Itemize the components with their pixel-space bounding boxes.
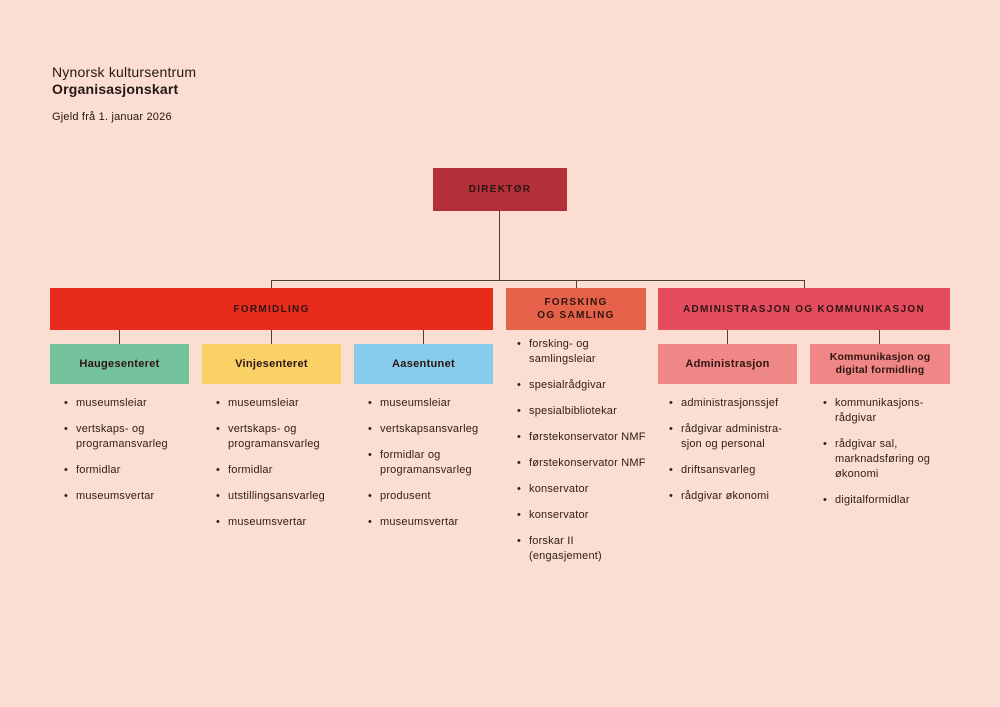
- connector-drop-forsking: [576, 280, 577, 288]
- branch-label-formidling: FORMIDLING: [233, 303, 310, 315]
- role-list-haugesenteret: museumsleiar vertskaps- og programansvar…: [63, 396, 193, 515]
- unit-box-vinjesenteret: Vinjesenteret: [202, 344, 341, 384]
- unit-label-kommunikasjon: Kommunikasjon og digital formidling: [829, 351, 931, 376]
- role-item: museumsleiar: [215, 396, 345, 411]
- role-item: formidlar og programansvarleg: [367, 448, 497, 478]
- role-list-kommunikasjon: kommunikasjons- rådgivar rådgivar sal, m…: [822, 396, 946, 519]
- valid-from-date: Gjeld frå 1. januar 2026: [52, 111, 172, 123]
- role-list-forsking-og-samling: forsking- og samlingsleiar spesialrådgiv…: [516, 337, 656, 575]
- connector-drop-formidling: [271, 280, 272, 288]
- role-item: driftsansvarleg: [668, 463, 800, 478]
- branch-box-forsking-og-samling: FORSKING OG SAMLING: [506, 288, 646, 330]
- connector-drop-vinjesenteret: [271, 330, 272, 344]
- role-item: produsent: [367, 489, 497, 504]
- branch-label-administrasjon-og-kommunikasjon: ADMINISTRASJON OG KOMMUNIKASJON: [683, 303, 925, 315]
- connector-drop-kommunikasjon: [879, 330, 880, 344]
- role-item: digitalformidlar: [822, 493, 946, 508]
- unit-box-kommunikasjon: Kommunikasjon og digital formidling: [810, 344, 950, 384]
- connector-drop-haugesenteret: [119, 330, 120, 344]
- role-item: forsking- og samlingsleiar: [516, 337, 656, 367]
- connector-drop-admin: [804, 280, 805, 288]
- connector-root-vertical: [499, 211, 500, 280]
- role-item: førstekonservator NMF: [516, 456, 656, 471]
- branch-box-formidling: FORMIDLING: [50, 288, 493, 330]
- connector-drop-administrasjon: [727, 330, 728, 344]
- connector-drop-aasentunet: [423, 330, 424, 344]
- role-item: forskar II (engasjement): [516, 534, 656, 564]
- title-block: Nynorsk kultursentrum Organisasjonskart …: [52, 64, 196, 123]
- org-name: Nynorsk kultursentrum: [52, 64, 197, 80]
- role-item: spesialrådgivar: [516, 378, 656, 393]
- unit-box-administrasjon: Administrasjon: [658, 344, 797, 384]
- role-item: vertskapsansvarleg: [367, 422, 497, 437]
- role-item: rådgivar administra- sjon og personal: [668, 422, 800, 452]
- role-item: vertskaps- og programansvarleg: [63, 422, 193, 452]
- branch-box-administrasjon-og-kommunikasjon: ADMINISTRASJON OG KOMMUNIKASJON: [658, 288, 950, 330]
- role-item: formidlar: [215, 463, 345, 478]
- unit-label-vinjesenteret: Vinjesenteret: [235, 357, 308, 370]
- connector-branch-horizontal: [271, 280, 804, 281]
- unit-label-administrasjon: Administrasjon: [685, 357, 770, 370]
- role-item: museumsvertar: [63, 489, 193, 504]
- role-list-administrasjon: administrasjonssjef rådgivar administra-…: [668, 396, 800, 515]
- role-item: museumsleiar: [367, 396, 497, 411]
- page-title: Organisasjonskart: [52, 81, 179, 97]
- role-item: spesialbibliotekar: [516, 404, 656, 419]
- role-item: utstillingsansvarleg: [215, 489, 345, 504]
- role-item: rådgivar økonomi: [668, 489, 800, 504]
- direktor-box: DIREKTØR: [433, 168, 567, 211]
- unit-box-aasentunet: Aasentunet: [354, 344, 493, 384]
- role-item: formidlar: [63, 463, 193, 478]
- branch-label-forsking-og-samling: FORSKING OG SAMLING: [537, 297, 615, 321]
- role-item: rådgivar sal, marknadsføring og økonomi: [822, 437, 946, 482]
- role-item: konservator: [516, 508, 656, 523]
- role-item: museumsleiar: [63, 396, 193, 411]
- unit-label-haugesenteret: Haugesenteret: [79, 357, 160, 370]
- unit-box-haugesenteret: Haugesenteret: [50, 344, 189, 384]
- unit-label-aasentunet: Aasentunet: [392, 357, 455, 370]
- role-list-vinjesenteret: museumsleiar vertskaps- og programansvar…: [215, 396, 345, 541]
- role-item: konservator: [516, 482, 656, 497]
- role-list-aasentunet: museumsleiar vertskapsansvarleg formidla…: [367, 396, 497, 541]
- role-item: administrasjonssjef: [668, 396, 800, 411]
- role-item: førstekonservator NMF: [516, 430, 656, 445]
- role-item: museumsvertar: [367, 515, 497, 530]
- role-item: kommunikasjons- rådgivar: [822, 396, 946, 426]
- role-item: museumsvertar: [215, 515, 345, 530]
- direktor-label: DIREKTØR: [468, 184, 532, 195]
- role-item: vertskaps- og programansvarleg: [215, 422, 345, 452]
